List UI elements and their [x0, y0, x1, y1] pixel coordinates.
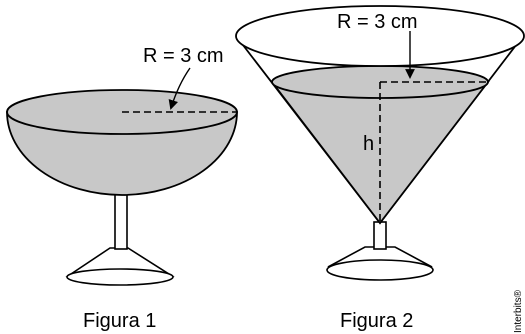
- figure2-rim: [235, 5, 525, 67]
- figure1-caption: Figura 1: [83, 310, 156, 332]
- figure2-caption: Figura 2: [340, 310, 413, 332]
- figure1-cup: R = 3 cm Figura 1: [6, 45, 238, 332]
- figure2-height-label: h: [363, 133, 374, 155]
- figure2-cup: R = 3 cm h Figura 2: [235, 5, 525, 332]
- figure2-foot-rim: [326, 259, 434, 281]
- figure1-radius-label: R = 3 cm: [143, 45, 224, 67]
- figure1-radius-arrow: [168, 67, 191, 110]
- figure2-stem: [373, 221, 387, 250]
- figure1-foot-rim: [66, 268, 174, 286]
- figure2-radius-label: R = 3 cm: [337, 11, 418, 33]
- figure1-bowl: [6, 111, 238, 196]
- figure1-stem: [114, 191, 128, 250]
- credit-label: Interbits®: [513, 289, 524, 333]
